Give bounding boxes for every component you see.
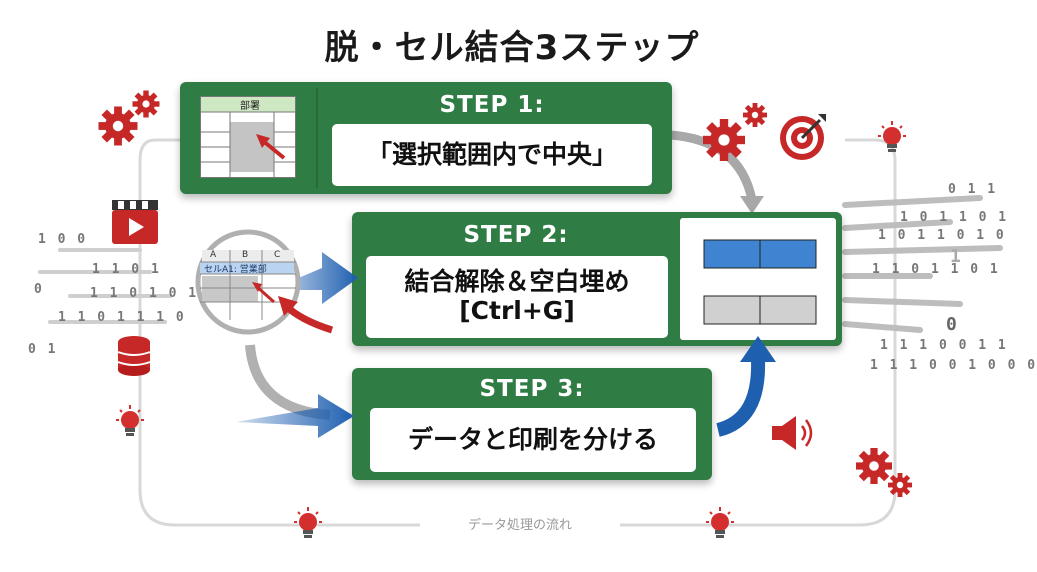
binary-left-2: 0 — [34, 282, 44, 297]
lightbulb-icon — [293, 506, 323, 539]
gray-cell-left — [703, 295, 761, 325]
binary-right-6: 1 1 1 0 0 1 1 — [880, 338, 1008, 353]
gray-cell-right — [759, 295, 817, 325]
magnifier-col-b: B — [242, 250, 249, 260]
step2-text-line1: 結合解除＆空白埋め — [404, 267, 630, 297]
binary-right-4: 1 — [950, 246, 963, 267]
blue-arrow-to-step2 — [270, 252, 358, 304]
gear-icon — [743, 103, 767, 127]
step3-label: STEP 3: — [479, 376, 585, 402]
step2-text-box: 結合解除＆空白埋め [Ctrl+G] — [366, 256, 668, 338]
step1-text: 「選択範囲内で中央」 — [366, 139, 617, 169]
binary-left-3: 1 1 0 1 0 1 — [90, 286, 199, 301]
spreadsheet-thumbnail — [200, 96, 296, 178]
lightbulb-icon — [877, 120, 907, 153]
magnifier-col-c: C — [274, 250, 281, 260]
binary-right-1: 1 0 1 1 0 1 — [900, 210, 1009, 225]
spreadsheet-header-label: 部署 — [240, 101, 260, 112]
database-icon — [117, 336, 151, 376]
blue-curve-arrow — [715, 359, 766, 437]
gear-icon — [703, 119, 745, 161]
left-data-streaks — [38, 248, 172, 324]
blue-cell-left — [703, 239, 761, 269]
lightbulb-icon — [115, 404, 145, 437]
binary-right-0: 0 1 1 — [948, 182, 998, 197]
binary-right-2: 1 0 1 1 0 1 0 — [878, 228, 1006, 243]
flow-label: データ処理の流れ — [420, 514, 620, 533]
target-icon — [780, 114, 826, 160]
step1-divider — [316, 88, 318, 188]
step3-text: データと印刷を分ける — [407, 424, 658, 454]
binary-left-4: 1 1 0 1 1 1 0 — [58, 310, 186, 325]
step1-label: STEP 1: — [439, 92, 545, 118]
gear-icon — [98, 106, 138, 146]
binary-right-3: 1 1 0 1 1 0 1 — [872, 262, 1000, 277]
gear-icon — [856, 448, 892, 484]
gear-icon — [132, 90, 160, 118]
magnifier — [195, 229, 301, 335]
page-title: 脱・セル結合3ステップ — [324, 28, 700, 68]
blue-arrow-to-step3 — [236, 394, 354, 438]
step2-preview-panel — [680, 218, 836, 340]
magnifier-cell-text: セルA1: 営業部 — [204, 265, 267, 275]
magnifier-col-a: A — [210, 250, 217, 260]
binary-right-7: 1 1 1 0 0 1 0 0 0 — [870, 358, 1037, 373]
right-data-streaks — [842, 195, 1003, 333]
step3-text-box: データと印刷を分ける — [370, 408, 696, 472]
step1-text-box: 「選択範囲内で中央」 — [332, 124, 652, 186]
gear-icon — [888, 473, 912, 497]
video-icon — [112, 200, 158, 244]
blue-cell-right — [759, 239, 817, 269]
cells-preview — [703, 239, 817, 325]
step2-label: STEP 2: — [463, 222, 569, 248]
binary-left-0: 1 0 0 — [38, 232, 88, 247]
binary-right-5: 0 — [946, 314, 959, 335]
lightbulb-icon — [705, 506, 735, 539]
step2-text-line2: [Ctrl+G] — [459, 296, 575, 325]
binary-left-1: 1 1 0 1 — [92, 262, 161, 277]
binary-left-5: 0 1 — [28, 342, 58, 357]
speaker-icon — [772, 416, 813, 450]
